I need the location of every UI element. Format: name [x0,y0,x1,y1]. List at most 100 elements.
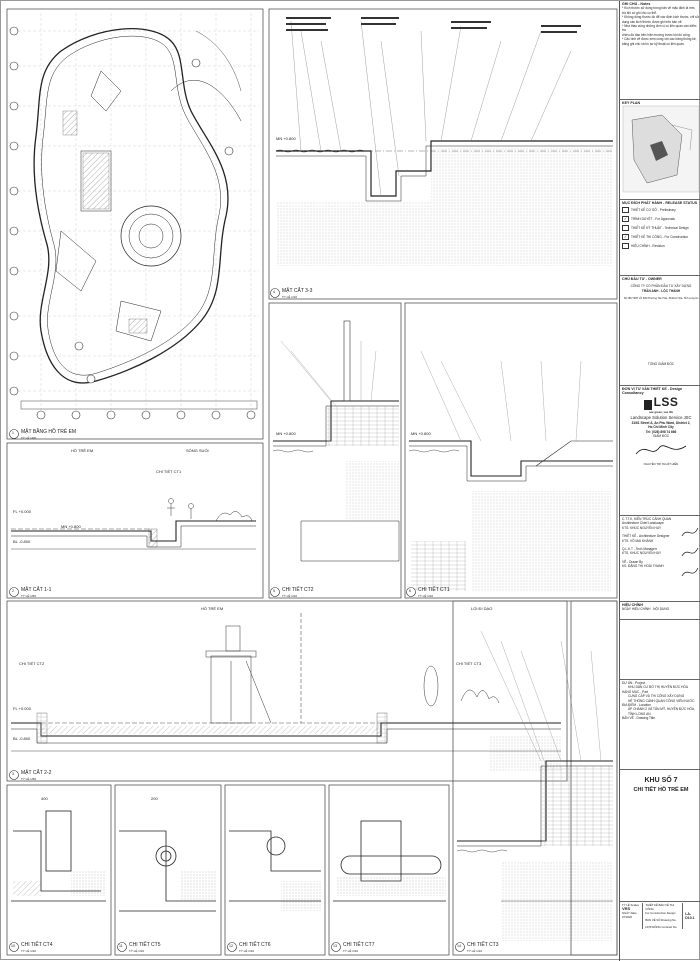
view-number: 10 [11,944,15,948]
view-scale: TỶ LỆ 1/50 [21,594,37,598]
location-heading: ĐỊA ĐIỂM - Location [622,703,651,708]
stamp-line-1: THIẾT KẾ BẢN VẼ THI CÔNG [645,903,675,911]
note-line: * Kích thước sử dụng trong bản vẽ mặc đị… [622,6,696,11]
date-value: 07/2020 [622,915,633,919]
view-title-ct1: CHI TIẾT CT1 TỶ LỆ 1/10 [418,587,450,599]
drawing-number-title: KHU SỐ 7 [644,777,678,784]
view-title-ct2: CHI TIẾT CT2 TỶ LỆ 1/10 [282,587,314,599]
staff-name: KTS. VÕ MAI KHÁNH [622,538,654,543]
status-row: ✓TRÌNH DUYỆT - For Approvals [622,216,700,223]
staff-name: KTS. KHÚC NGUYỄN HUY [622,551,662,556]
view-scale: TỶ LỆ 1/10 [129,949,145,953]
status-label: THIẾT KẾ THI CÔNG - For Construction [631,235,689,240]
view-scale: TỶ LỆ 1/10 [343,949,359,953]
project-heading: DỰ ÁN - Project [622,681,646,685]
part-name-2: HỆ THỐNG CẢNH QUAN CÔNG VIÊN NƯỚC [628,698,695,703]
label-chi-tiet-ct2: CHI TIẾT CT2 [19,661,45,666]
firm-signer: NGUYỄN TRÍ THUẬT HIẾN [643,461,679,466]
label-ho-tre-em: HỒ TRẺ EM [71,448,94,453]
location-line-2: TỈNH LONG AN [628,711,651,716]
status-label: THIẾT KẾ KỸ THUẬT - Technical Design [631,226,689,231]
view-scale: TỶ LỆ 1/10 [418,594,434,598]
firm-name: Landscape Solution Service JSC [630,415,692,421]
revision-section: HIỆU CHỈNH NGÀY HIỆU CHỈNH NỘI DUNG [620,601,700,619]
label-loi-di-dao: LỐI ĐI DẠO [471,606,493,611]
status-checkbox [622,207,629,214]
staff-signatures [681,527,699,577]
view-title-text: CHI TIẾT CT2 [282,587,314,593]
view-title-ct7: CHI TIẾT CT7 TỶ LỆ 1/10 [343,942,375,954]
label-dim-ct5: 200 [151,796,158,801]
view-title-text: CHI TIẾT CT7 [343,942,375,948]
firm-address-1: 31/61 Street A, An Phu Ward, District 2, [631,420,691,425]
date-label: NGÀY Date [622,911,637,915]
drawing-title-heading: BẢN VẼ - Drawing Title [622,716,655,721]
status-label: TRÌNH DUYỆT - For Approvals [631,217,675,222]
owner-address: Số 186 TỈNH LỘ 830 Phường Tân Hòa, Xã Đứ… [623,297,699,301]
note-line: dụng các kích thước được ghi trên bản vẽ… [622,19,683,24]
notes-heading: GHI CHÚ - Notes [622,2,651,6]
view-title-text: MẶT CẮT 1-1 [21,587,52,593]
view-title-ct3: CHI TIẾT CT3 TỶ LỆ 1/10 [467,942,499,954]
stamp-line-2: For Construction Design [645,911,676,915]
sheet-number: LA-D10.1 [685,912,695,920]
status-label: HIỆU CHỈNH - Revision [631,244,665,249]
view-title-sec33: MẶT CẮT 3-3 TỶ LỆ 1/10 [282,288,312,300]
consultant-section: ĐƠN VỊ TƯ VẤN THIẾT KẾ - Design Consulta… [620,385,700,515]
view-number: 14 [457,944,461,948]
view-title-ct6: CHI TIẾT CT6 TỶ LỆ 1/10 [239,942,271,954]
view-title-text: MẶT CẮT 3-3 [282,288,313,294]
note-line: * Không dùng thước đo để xác định kích t… [622,15,699,20]
view-scale: TỶ LỆ 1/50 [21,777,37,781]
view-title-text: CHI TIẾT CT6 [239,942,271,948]
grid-bubbles [9,26,256,420]
view-number: 13 [333,944,337,948]
staff-name: KTS. KHÚC NGUYỄN HUY [622,525,662,530]
scale-label: TỶ LỆ Scales [622,903,639,907]
pool-plan [33,28,242,384]
consultant-heading: ĐƠN VỊ TƯ VẤN THIẾT KẾ - Design Consulta… [622,387,682,396]
view-scale: TỶ LỆ 1/10 [282,295,298,299]
label-mn: MN +0.800 [61,524,81,529]
status-row: THIẾT KẾ KỸ THUẬT - Technical Design [622,225,700,232]
view-number: 5 [273,589,275,593]
scale-value: VRS [622,906,631,911]
label-bl: BL -0.800 [13,539,31,544]
view-number: 12 [229,944,233,948]
view-scale: TỶ LỆ 1/00 [21,436,37,440]
logo-text: LSS [653,394,679,409]
view-title-ct5: CHI TIẾT CT5 TỶ LỆ 1/10 [129,942,161,954]
notes-section: GHI CHÚ - Notes * Kích thước sử dụng tro… [620,1,700,99]
label-chi-tiet-ct3: CHI TIẾT CT3 [456,661,482,666]
note-line: trừ khi có ghi chú cụ thể. [622,10,657,15]
view-title-text: MẶT CẮT 2-2 [21,770,52,776]
revision-date-col: NGÀY HIỆU CHỈNH [622,607,651,612]
project-name: KHU DÂN CƯ BỜ THỊ HUYỆN ĐỨC HÒA [628,685,689,690]
view-scale: TỶ LỆ 1/10 [282,594,298,598]
view-number: 3 [12,772,14,776]
keyplan-section: KEY PLAN [620,99,700,199]
staff-section: C.T.T.K, KIẾN TRÚC CẢNH QUAN Architectur… [620,515,700,601]
firm-address-2: Ho Chi Minh City [648,425,674,430]
revision-table [620,619,700,679]
label-dim-ct4: 400 [41,796,48,801]
owner-name-1: CÔNG TY CỔ PHẦN ĐẦU TƯ XÂY DỰNG [630,284,692,289]
firm-logo: LSS [622,396,700,410]
status-checkbox [622,243,629,250]
contract-label: HỢP ĐỒNG Contract No. [645,925,678,929]
status-checkbox: ✓ [622,234,629,241]
status-row: HIỆU CHỈNH - Revision [622,243,700,250]
view-scale: TỶ LỆ 1/10 [21,949,37,953]
drawing-title: CHI TIẾT HỒ TRẺ EM [633,786,689,793]
view-scale: TỶ LỆ 1/10 [467,949,483,953]
view-title-text: CHI TIẾT CT4 [21,942,53,948]
release-status-section: MỤC ĐÍCH PHÁT HÀNH - RELEASE STATUS THIẾ… [620,199,700,275]
status-label: THIẾT KẾ CƠ SỞ - Preliminary [631,208,676,213]
revision-content-col: NỘI DUNG [653,607,670,612]
status-checkbox [622,225,629,232]
view-number: 1 [12,431,14,435]
sheet-info-section: TỶ LỆ Scales VRS NGÀY Date 07/2020 THIẾT… [620,901,700,961]
label-fl: FL +0.000 [13,509,31,514]
view-number: 11 [119,944,123,948]
